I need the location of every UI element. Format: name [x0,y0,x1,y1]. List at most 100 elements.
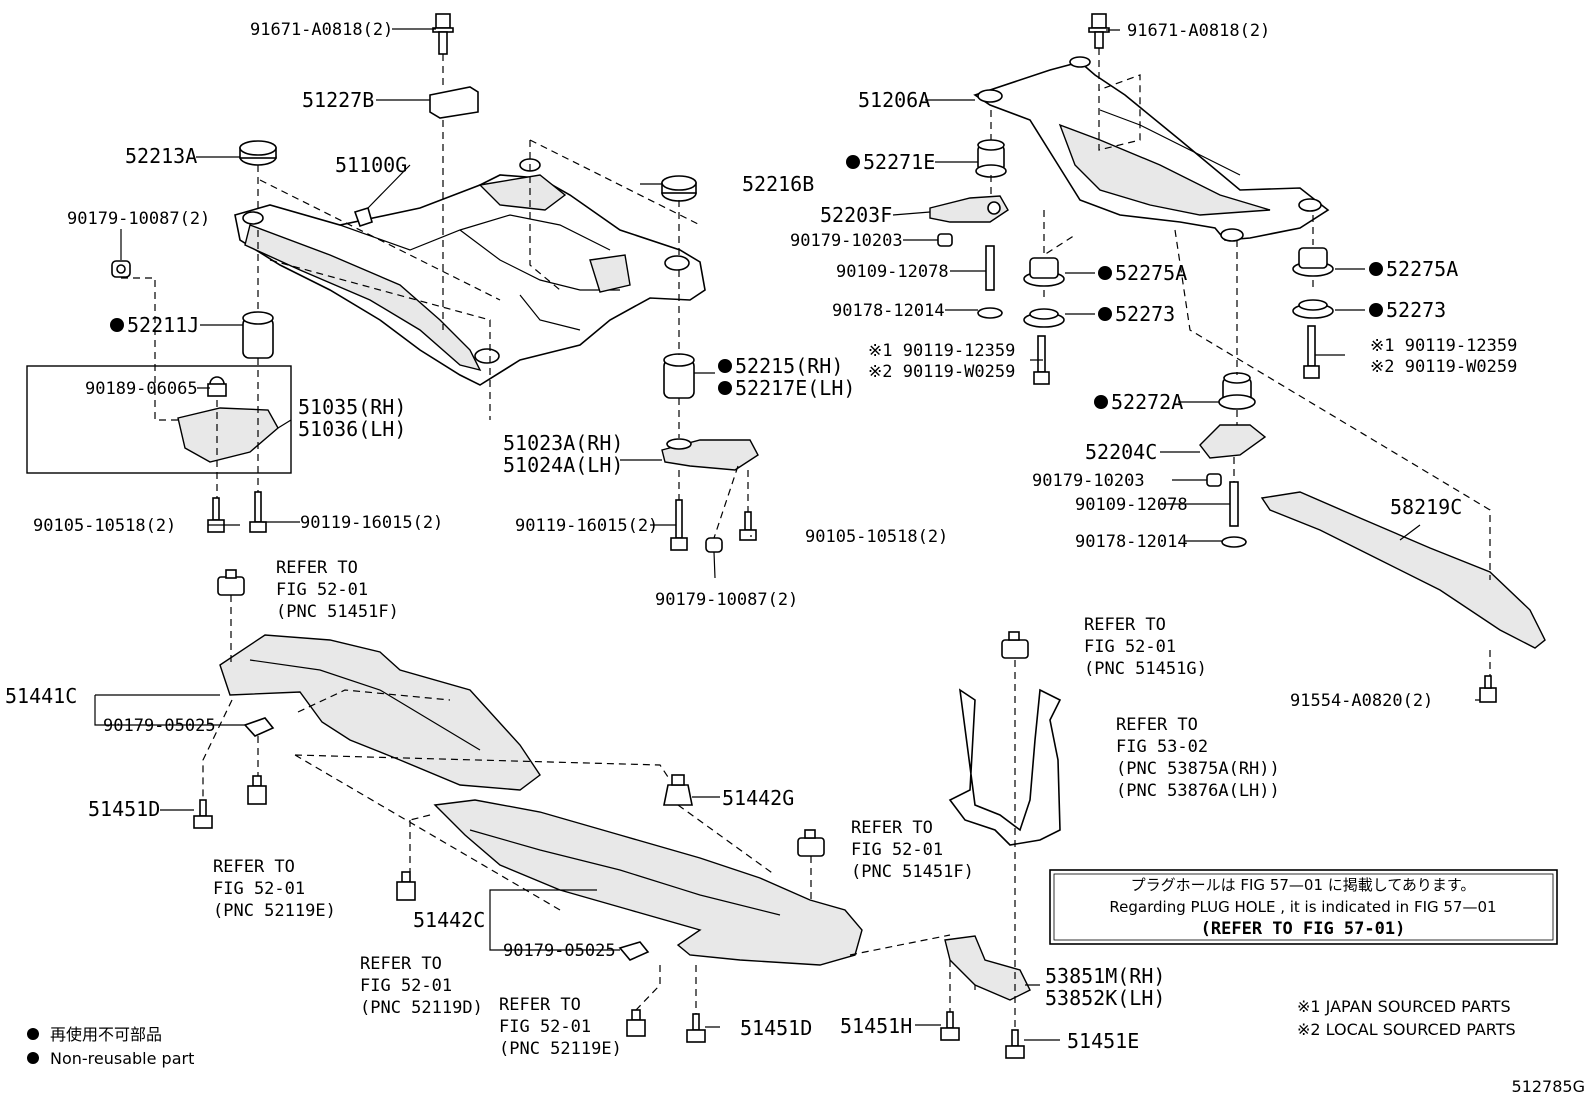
clip-90179-05025-b-icon [618,941,650,961]
label-90179-10203-a: 90179-10203 [790,231,903,251]
label-52271e: 52271E [863,150,935,174]
refer-note-53875a: REFER TO FIG 53-02 (PNC 53875A(RH)) (PNC… [1116,715,1280,801]
label-51023a-rh: 51023A(RH) [503,431,623,455]
crossmember-assembly [234,158,706,386]
plug-hole-note-en: Regarding PLUG HOLE , it is indicated in… [1109,898,1496,916]
bolt-91671-right-icon [1088,13,1110,49]
label-90178-12014-b: 90178-12014 [1075,532,1188,552]
cover-51441C-icon [219,634,541,791]
label-90179-10203-b: 90179-10203 [1032,471,1145,491]
guide-lines-left [121,54,749,539]
plug-hole-note-jp: プラグホールは FIG 57—01 に掲載してあります。 [1131,876,1476,894]
svg-text:REFER TO: REFER TO [1084,615,1166,635]
label-90119-12359-b: ※1 90119-12359 [1370,336,1517,356]
bolt-52119E-b-icon [626,1009,646,1037]
plug-hole-note-ref: (REFER TO FIG 57-01) [1201,919,1406,939]
label-90119-w0259-b: ※2 90119-W0259 [1370,357,1517,377]
label-90119-w0259-a: ※2 90119-W0259 [868,362,1015,382]
non-reusable-marker-52273-a [1098,307,1112,321]
svg-text:(PNC 53875A(RH)): (PNC 53875A(RH)) [1116,759,1280,779]
figure-id: 512785G [1512,1077,1585,1096]
label-51442c: 51442C [413,908,485,932]
washer-90178-12014-a-icon [977,307,1003,319]
svg-text:FIG 52-01: FIG 52-01 [360,976,452,996]
clip-90179-05025-a-icon [243,717,275,737]
nut-90179-10087-left-icon [111,260,131,278]
washer-52273-a-icon [1023,308,1065,328]
plug-hole-note: プラグホールは FIG 57—01 に掲載してあります。 Regarding P… [1049,869,1558,945]
svg-text:FIG 53-02: FIG 53-02 [1116,737,1208,757]
label-51035-rh: 51035(RH) [298,395,406,419]
svg-text:FIG 52-01: FIG 52-01 [1084,637,1176,657]
label-52273-a: 52273 [1115,302,1175,326]
svg-text:(PNC 51451F): (PNC 51451F) [276,602,399,622]
refer-note-52119d: REFER TO FIG 52-01 (PNC 52119D) [360,954,483,1018]
cushion-52216B-icon [661,175,697,202]
bolt-52119D-icon [396,871,416,901]
label-90105-10518-left: 90105-10518(2) [33,516,176,536]
guide-lines-bottom [202,595,1016,1030]
guide-lines-right [990,48,1491,676]
bolt-90105-left-icon [207,497,225,533]
non-reusable-marker-52275a-b [1369,262,1383,276]
label-52204c: 52204C [1085,440,1157,464]
nut-90179-mid-icon [705,537,723,553]
label-51451e: 51451E [1067,1029,1139,1053]
label-51227b: 51227B [302,88,374,112]
label-51024a-lh: 51024A(LH) [503,453,623,477]
bracket-53851M-icon [944,935,1031,1001]
label-90109-12078-a: 90109-12078 [836,262,949,282]
label-53852k-lh: 53852K(LH) [1045,986,1165,1010]
bracket-51035-icon [177,376,279,463]
refer-note-51451g: REFER TO FIG 52-01 (PNC 51451G) [1084,615,1207,679]
bolt-51451E-icon [1005,1029,1025,1059]
label-51442g: 51442G [722,786,794,810]
clip-51442G-icon [663,774,693,806]
cushion-52272A-icon [1218,372,1256,410]
non-reusable-marker-52215 [718,359,732,373]
legend-en: Non-reusable part [50,1049,194,1068]
legend-jp: 再使用不可部品 [50,1025,162,1044]
svg-text:REFER TO: REFER TO [499,995,581,1015]
svg-text:(PNC 53876A(LH)): (PNC 53876A(LH)) [1116,781,1280,801]
leader-lines [94,28,1480,1041]
bracket-52203F-icon [929,195,1009,223]
non-reusable-marker-52272a [1094,395,1108,409]
cushion-52215-icon [663,353,695,399]
label-90119-16015-mid: 90119-16015(2) [515,516,658,536]
non-reusable-marker-52271e [846,155,860,169]
svg-text:REFER TO: REFER TO [1116,715,1198,735]
label-52216b: 52216B [742,172,814,196]
label-90119-16015-left: 90119-16015(2) [300,513,443,533]
label-90189-06065: 90189-06065 [85,379,198,399]
nut-90179-10203-b-icon [1206,473,1222,487]
refer-note-51451f-b: REFER TO FIG 52-01 (PNC 51451F) [851,818,974,882]
bolt-91554-icon [1479,675,1497,703]
label-51451d-b: 51451D [740,1016,812,1040]
bracket-51227B-icon [429,86,479,119]
label-52213a: 52213A [125,144,197,168]
cushion-52275A-a-icon [1023,257,1065,287]
svg-text:(PNC 51451G): (PNC 51451G) [1084,659,1207,679]
clip-51451F-b-icon [797,829,825,857]
bolt-90105-right-icon [739,511,757,541]
label-58219c: 58219C [1390,495,1462,519]
label-51206a: 51206A [858,88,930,112]
japan-sourced-key: ※1 JAPAN SOURCED PARTS [1297,997,1511,1016]
legend-dot-jp [27,1028,39,1040]
label-51036-lh: 51036(LH) [298,417,406,441]
svg-text:FIG 52-01: FIG 52-01 [499,1017,591,1037]
label-52273-b: 52273 [1386,298,1446,322]
svg-text:REFER TO: REFER TO [851,818,933,838]
label-91671-a0818-right: 91671-A0818(2) [1127,21,1270,41]
cushion-52211J-icon [242,311,274,359]
refer-note-52119e-a: REFER TO FIG 52-01 (PNC 52119E) [213,857,336,921]
non-reusable-marker-52211j [110,318,124,332]
label-90119-12359-a: ※1 90119-12359 [868,341,1015,361]
svg-text:(PNC 52119E): (PNC 52119E) [213,901,336,921]
label-91671-a0818-left: 91671-A0818(2) [250,20,393,40]
label-52217e-lh: 52217E(LH) [735,376,855,400]
clip-51451G-icon [1001,631,1029,659]
label-53851m-rh: 53851M(RH) [1045,964,1165,988]
refer-note-52119e-b: REFER TO FIG 52-01 (PNC 52119E) [499,995,622,1059]
